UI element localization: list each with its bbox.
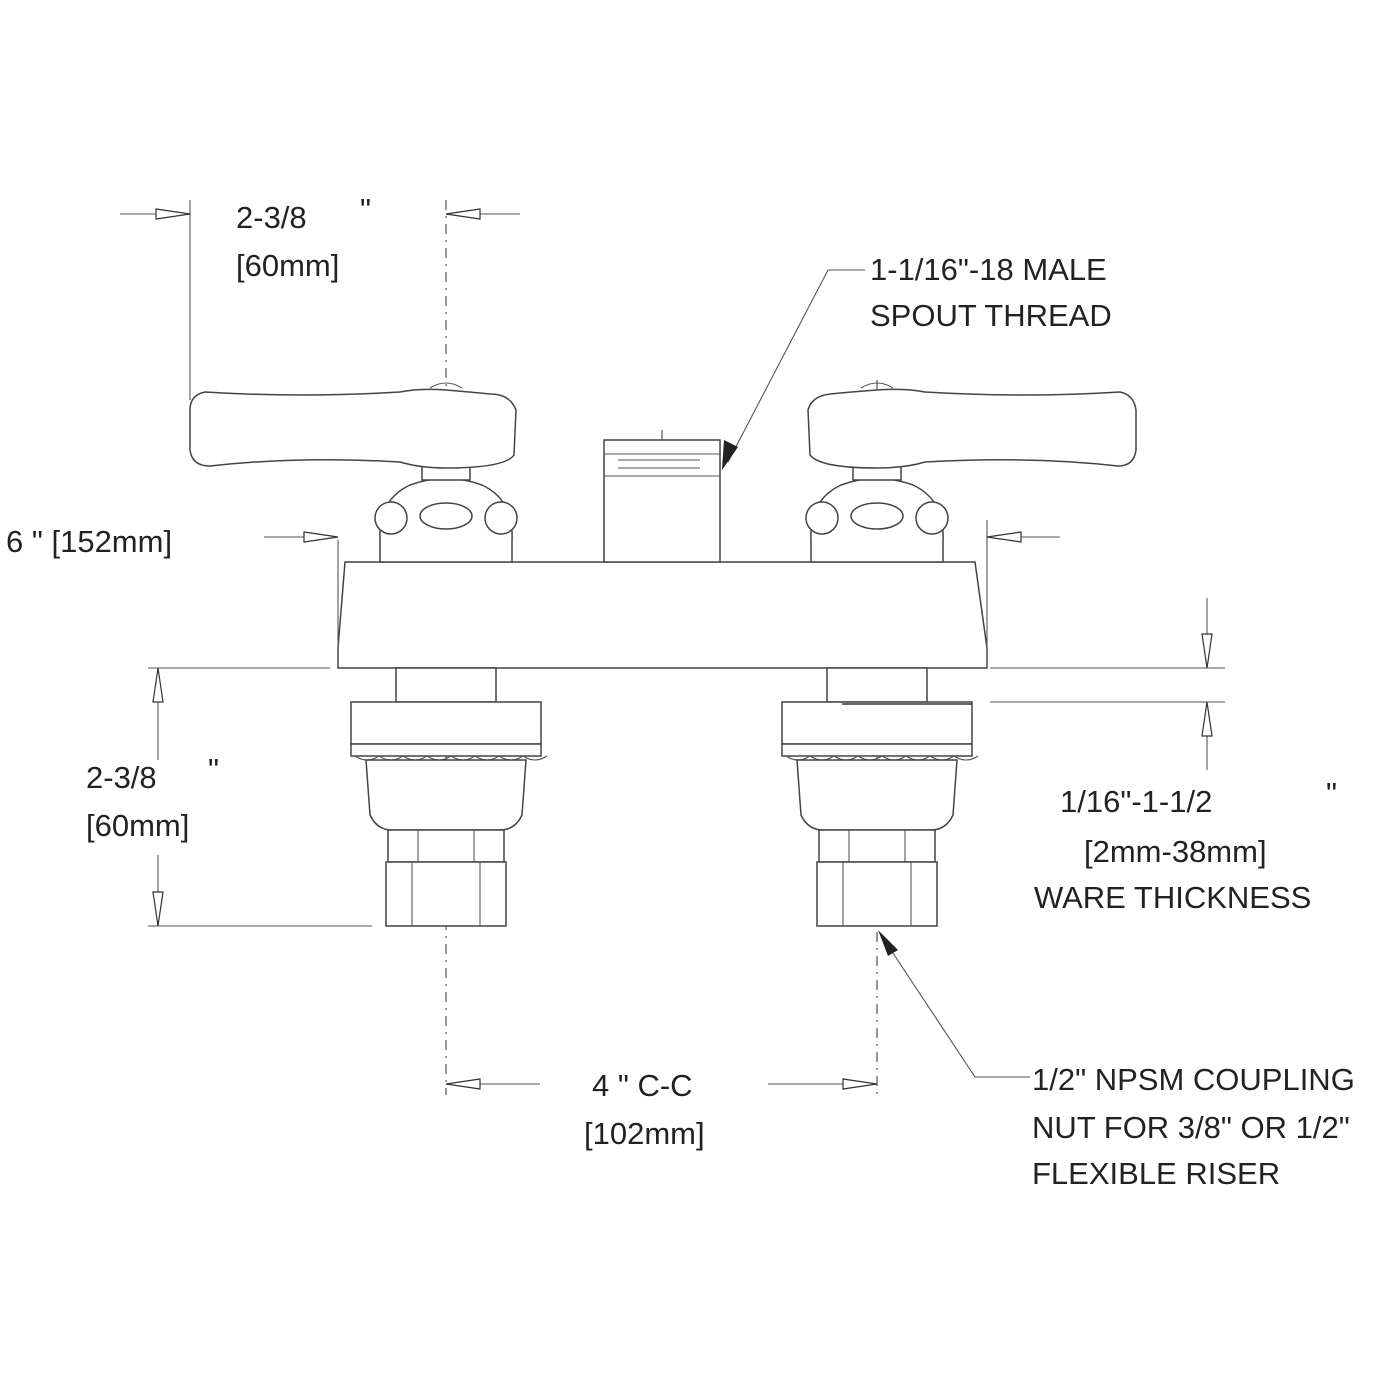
center-to-center-dimension: [445, 1078, 878, 1090]
left-lever-handle: [189, 388, 517, 469]
right-lever-handle: [807, 388, 1137, 469]
left-lever-cap: [429, 382, 463, 389]
overall-width-label: 6 " [152mm]: [6, 524, 172, 559]
shank-length-mm: [60mm]: [86, 808, 189, 843]
left-shank-assembly: [350, 667, 548, 927]
top-width-value: 2-3/8: [236, 200, 307, 235]
right-shank-assembly: [781, 667, 979, 927]
spout-stub: [603, 439, 721, 563]
left-bonnet: [374, 463, 518, 563]
coupling-nut-label-line2: NUT FOR 3/8" OR 1/2": [1032, 1110, 1350, 1145]
ware-thickness-dimension: [990, 598, 1225, 770]
shank-length-unit: ": [208, 752, 219, 787]
top-width-unit: ": [360, 192, 371, 227]
top-width-mm: [60mm]: [236, 248, 339, 283]
right-bonnet: [805, 463, 949, 563]
spout-thread-label-line2: SPOUT THREAD: [870, 298, 1112, 333]
spout-thread-label-line1: 1-1/16"-18 MALE: [870, 252, 1107, 287]
coupling-nut-label-line3: FLEXIBLE RISER: [1032, 1156, 1280, 1191]
center-to-center-mm: [102mm]: [584, 1116, 705, 1151]
coupling-nut-label-line1: 1/2" NPSM COUPLING: [1032, 1062, 1355, 1097]
shank-length-value: 2-3/8: [86, 760, 157, 795]
ware-thickness-value: 1/16"-1-1/2: [1060, 784, 1212, 819]
coupling-nut-leader: [878, 930, 1030, 1078]
ware-thickness-mm: [2mm-38mm]: [1084, 834, 1267, 869]
shank-length-dimension: [148, 667, 372, 927]
overall-width-dimension: [264, 520, 1060, 668]
right-lever-cap: [860, 382, 894, 389]
center-to-center-value: 4 " C-C: [592, 1068, 693, 1103]
spout-thread-leader: [722, 269, 865, 470]
ware-thickness-label: WARE THICKNESS: [1034, 880, 1311, 915]
deck-body: [337, 561, 988, 669]
top-width-dimension: [120, 200, 520, 400]
ware-thickness-unit: ": [1326, 776, 1337, 811]
